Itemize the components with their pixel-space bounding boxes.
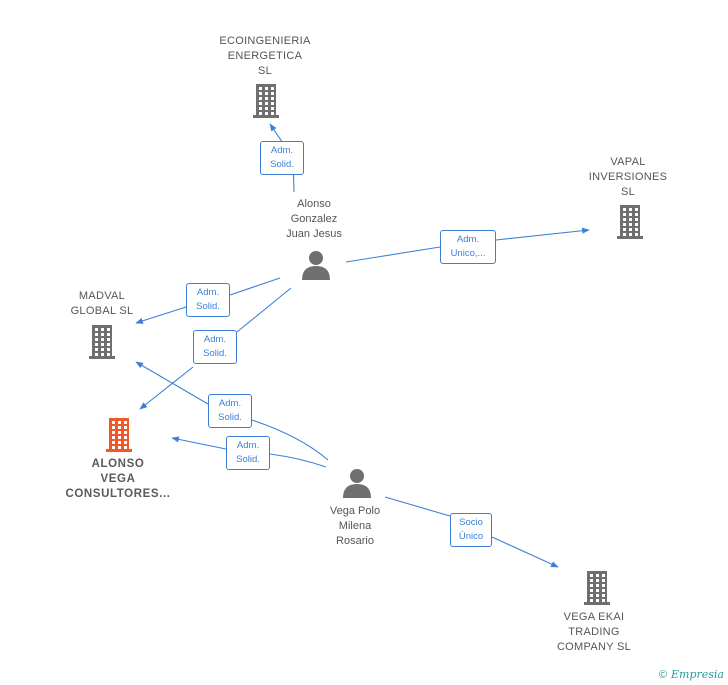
building-icon-vapal[interactable]	[617, 205, 643, 239]
edge-vega_polo-to-vega_ekai[interactable]	[384, 496, 558, 567]
node-label-alonso-gonzalez[interactable]: Alonso Gonzalez Juan Jesus	[286, 198, 342, 240]
edge-label-madval-vp[interactable]: Adm. Solid.	[208, 394, 252, 428]
edge-vega_polo-to-alonso_vega[interactable]	[172, 438, 327, 468]
building-icon-ecoingenieria[interactable]	[253, 84, 279, 118]
edge-label-alonso-vega-ag[interactable]: Adm. Solid.	[193, 330, 237, 364]
building-icon-vega-ekai[interactable]	[584, 571, 610, 605]
edge-label-vega-ekai[interactable]: Socio Único	[450, 513, 492, 547]
edge-alonso_gonzalez-to-alonso_vega[interactable]	[140, 287, 292, 409]
node-label-ecoingenieria[interactable]: ECOINGENIERIA ENERGETICA SL	[219, 35, 311, 77]
edge-alonso_gonzalez-to-vapal[interactable]	[345, 230, 589, 263]
building-icon-madval[interactable]	[89, 325, 115, 359]
node-label-vega-ekai[interactable]: VEGA EKAI TRADING COMPANY SL	[556, 611, 632, 653]
node-label-vega-polo[interactable]: Vega Polo Milena Rosario	[329, 505, 381, 547]
edge-alonso_gonzalez-to-madval[interactable]	[136, 277, 281, 323]
edge-label-alonso-vega-vp[interactable]: Adm. Solid.	[226, 436, 270, 470]
person-icon-alonso-gonzalez[interactable]	[302, 251, 330, 280]
node-label-madval[interactable]: MADVAL GLOBAL SL	[70, 290, 134, 317]
node-label-vapal[interactable]: VAPAL INVERSIONES SL	[588, 156, 668, 198]
building-icon-alonso-vega[interactable]	[106, 418, 132, 452]
person-icon-vega-polo[interactable]	[343, 469, 371, 498]
brand-name: Empresia	[671, 668, 724, 681]
copyright-icon: ©	[658, 669, 667, 681]
edge-vega_polo-to-madval[interactable]	[136, 362, 329, 461]
edge-label-madval-ag[interactable]: Adm. Solid.	[186, 283, 230, 317]
edge-label-eco[interactable]: Adm. Solid.	[260, 141, 304, 175]
brand-logo[interactable]: © Empresia	[659, 668, 724, 681]
node-label-alonso-vega[interactable]: ALONSO VEGA CONSULTORES...	[65, 458, 171, 500]
edge-label-vapal[interactable]: Adm. Unico,...	[440, 230, 496, 264]
